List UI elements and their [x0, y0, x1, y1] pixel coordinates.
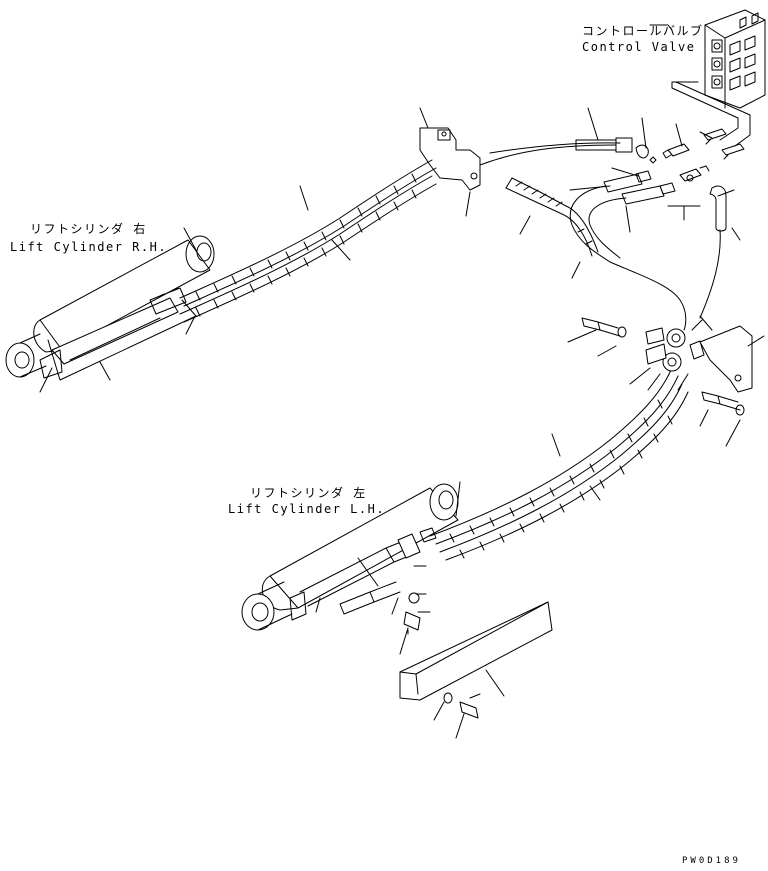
lift-cylinder-lh — [242, 484, 458, 630]
hose-pair-lh — [430, 368, 688, 560]
bracket-upper — [420, 128, 480, 190]
lift-cylinder-rh-label-en: Lift Cylinder R.H. — [10, 240, 168, 254]
control-valve — [705, 10, 765, 108]
lift-cylinder-lh-label-en: Lift Cylinder L.H. — [228, 502, 386, 516]
control-valve-label-jp: コントロールバルブ — [582, 24, 704, 38]
control-valve-label-en: Control Valve — [582, 40, 696, 54]
hose-pair-rh — [180, 160, 436, 322]
lift-cylinder-rh — [6, 236, 214, 380]
guard-plate — [400, 602, 552, 700]
valve-fittings — [636, 129, 744, 231]
drawing-code: PW0D189 — [682, 856, 741, 866]
bracket-right — [700, 326, 752, 392]
lift-cylinder-lh-label-jp: リフトシリンダ 左 — [250, 486, 367, 500]
bolt-upper — [582, 318, 626, 337]
lift-cylinder-rh-label-jp: リフトシリンダ 右 — [30, 222, 147, 236]
bolt-right — [702, 392, 744, 415]
bolt-bottom — [444, 693, 480, 718]
tee-fitting — [646, 320, 704, 371]
leader-lines — [40, 25, 764, 738]
